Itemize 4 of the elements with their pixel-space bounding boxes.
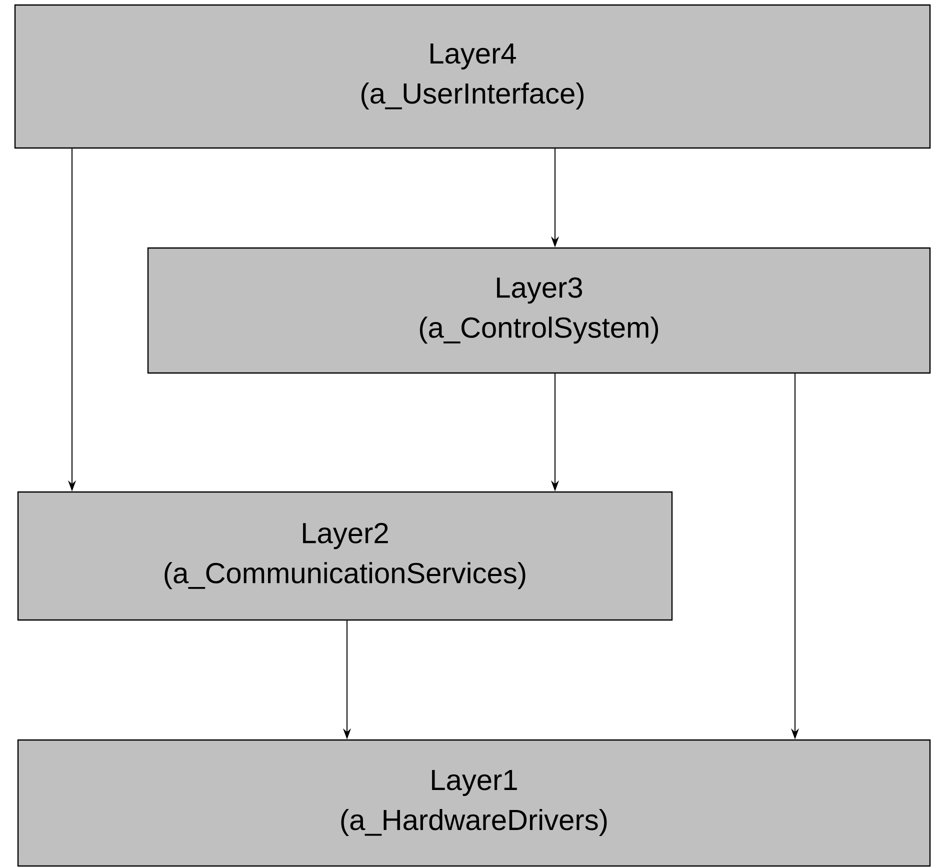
- layer-box: Layer3 (a_ControlSystem): [147, 247, 931, 374]
- layer-box: Layer1 (a_HardwareDrivers): [17, 739, 931, 867]
- layer-box: Layer2 (a_CommunicationServices): [17, 491, 673, 621]
- layer-box: Layer4 (a_UserInterface): [14, 4, 931, 149]
